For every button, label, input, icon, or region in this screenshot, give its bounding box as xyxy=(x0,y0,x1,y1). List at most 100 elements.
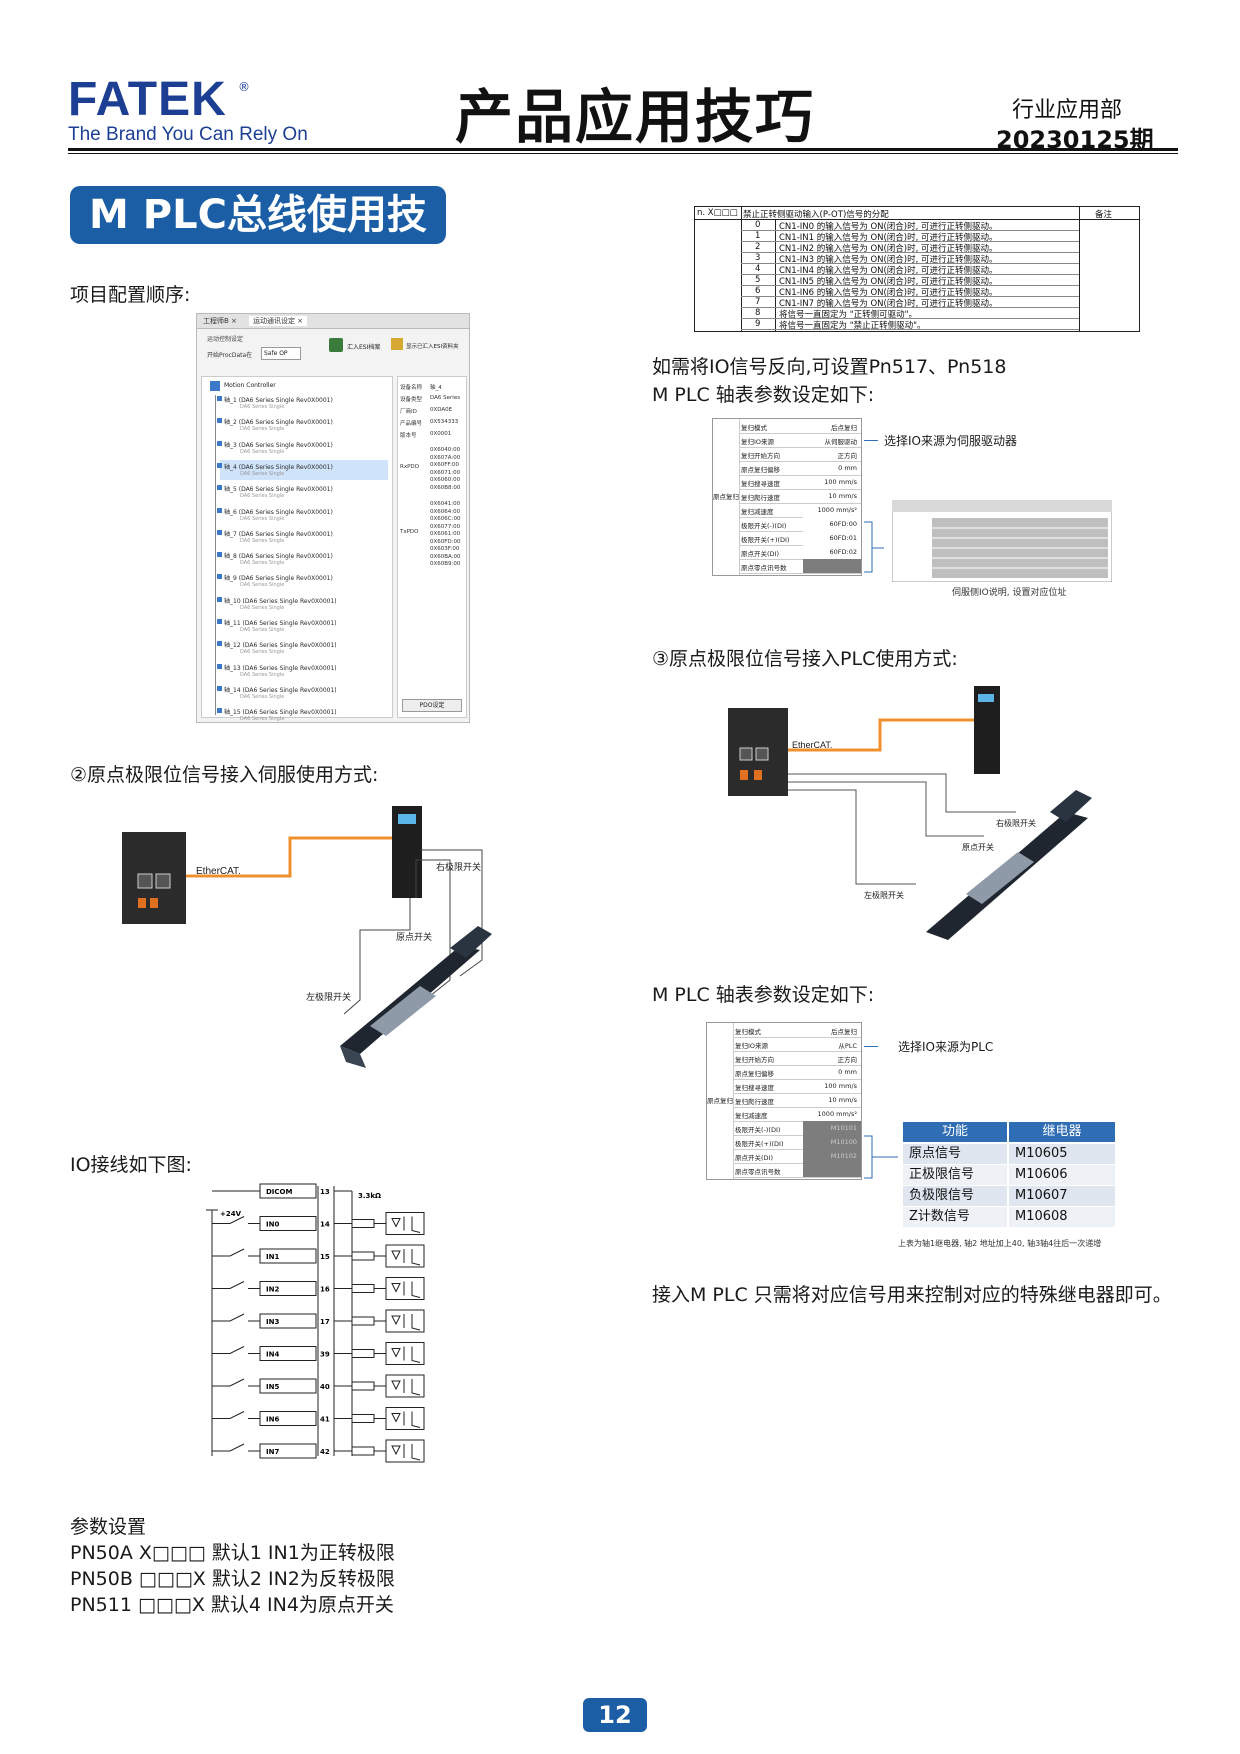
enable-row-text: CN1-IN0 的输入信号为 ON(闭合)时, 可进行正转侧驱动。 xyxy=(779,222,998,232)
axis1-note: 选择IO来源为伺服驱动器 xyxy=(884,434,1017,448)
axis-node-icon xyxy=(217,529,222,535)
tab-motion[interactable]: 运动通讯设定 × xyxy=(249,316,308,326)
axis-value[interactable]: 正方向 xyxy=(837,452,858,460)
relay-function: 正极限信号 xyxy=(903,1165,1007,1185)
tree-node[interactable]: 轴_14 (DA6 Series Single Rev0X0001) xyxy=(224,686,337,694)
tree-node[interactable]: 轴_8 (DA6 Series Single Rev0X0001) xyxy=(224,553,333,561)
optocoupler-icon xyxy=(385,1309,425,1333)
axis2-arrow xyxy=(864,1046,878,1047)
axis-value[interactable]: 10 mm/s xyxy=(828,492,857,500)
left-limit-label-plc: 左极限开关 xyxy=(864,890,904,900)
prop-value: 0X534333 xyxy=(430,419,459,425)
tree-node[interactable]: 轴_10 (DA6 Series Single Rev0X0001) xyxy=(224,597,337,605)
invert-text: 如需将IO信号反向,可设置Pn517、Pn518 xyxy=(652,356,1007,378)
relay-note: 上表为轴1继电器, 轴2 地址加上40, 轴3轴4往后一次递增 xyxy=(898,1239,1102,1248)
tree-node[interactable]: 轴_3 (DA6 Series Single Rev0X0001) xyxy=(224,441,333,449)
tree-node[interactable]: 轴_4 (DA6 Series Single Rev0X0001) xyxy=(224,463,333,471)
tree-node[interactable]: 轴_15 (DA6 Series Single Rev0X0001) xyxy=(224,709,337,717)
plc-module xyxy=(122,832,186,924)
axis-value[interactable]: 从PLC xyxy=(838,1042,857,1050)
resistor-icon xyxy=(351,1446,375,1456)
axis-value[interactable]: 60FD:02 xyxy=(829,548,857,556)
enable-row-text: CN1-IN3 的输入信号为 ON(闭合)时, 可进行正转侧驱动。 xyxy=(779,255,998,265)
tree-node[interactable]: 轴_2 (DA6 Series Single Rev0X0001) xyxy=(224,419,333,427)
axis-node-icon xyxy=(217,685,222,691)
enable-row-text: 将信号一直固定为 "正转侧可驱动"。 xyxy=(779,310,918,320)
io-pin-number: 15 xyxy=(320,1253,330,1261)
axis-value[interactable]: 1000 mm/s² xyxy=(817,1110,857,1118)
resistor-icon xyxy=(351,1381,375,1391)
axis-node-icon xyxy=(217,596,222,602)
axis-row: 原点零点讯号数 xyxy=(739,559,861,574)
axis-row: 复归减速度 1000 mm/s² xyxy=(739,503,861,518)
io-signal-name: IN5 xyxy=(266,1383,279,1391)
axis-row: 复归IO来源从伺服驱动 xyxy=(739,433,861,448)
tree-node[interactable]: 轴_9 (DA6 Series Single Rev0X0001) xyxy=(224,575,333,583)
io-switch xyxy=(212,1216,260,1224)
axis-value[interactable]: 1000 mm/s² xyxy=(817,506,857,514)
axis1-group: 原点复归 xyxy=(713,419,740,575)
right-limit-label-plc: 右极限开关 xyxy=(996,818,1036,828)
axis-value[interactable]: 正方向 xyxy=(837,1056,858,1064)
show-esi-button[interactable]: 显示已汇入ESI资料夹 xyxy=(406,344,459,350)
plc-summary: 接入M PLC 只需将对应信号用来控制对应的特殊继电器即可。 xyxy=(652,1284,1172,1306)
start-select[interactable]: Safe OP xyxy=(261,347,301,360)
pdo-settings-button[interactable]: PDO设定 xyxy=(402,699,462,712)
header-rule-thin xyxy=(68,153,1178,154)
tree-node[interactable]: 轴_1 (DA6 Series Single Rev0X0001) xyxy=(224,397,333,404)
io-signal-name: IN1 xyxy=(266,1253,279,1261)
axis-value[interactable]: 0 mm xyxy=(838,1068,857,1076)
axis-value[interactable]: 从伺服驱动 xyxy=(824,438,858,446)
tree-node[interactable]: 轴_11 (DA6 Series Single Rev0X0001) xyxy=(224,620,337,627)
axis-key: 极限开关(-)(DI) xyxy=(741,522,787,530)
tab-engineer[interactable]: 工程师B × xyxy=(203,317,237,325)
import-esi-button[interactable]: 汇入ESI档案 xyxy=(347,344,381,351)
axis-value[interactable]: M10101 xyxy=(830,1124,857,1132)
optocoupler-icon xyxy=(385,1407,425,1430)
tree-node-sub: DA6 Series Single xyxy=(240,426,285,433)
tree-node[interactable]: 轴_6 (DA6 Series Single Rev0X0001) xyxy=(224,508,333,516)
axis2-bracket xyxy=(864,1135,898,1179)
enable-row-number: 9 xyxy=(755,319,761,329)
axis-node-icon xyxy=(217,663,222,669)
tree-node[interactable]: 轴_13 (DA6 Series Single Rev0X0001) xyxy=(224,664,337,672)
tree-node[interactable]: 轴_5 (DA6 Series Single Rev0X0001) xyxy=(224,486,333,494)
axis-value[interactable]: 100 mm/s xyxy=(824,478,857,486)
pdo-entry: 0X603F:00 xyxy=(430,546,460,552)
tree-root[interactable]: Motion Controller xyxy=(224,382,276,389)
axis-key: 原点开关(DI) xyxy=(741,550,779,558)
resistor-icon xyxy=(351,1316,375,1326)
axis-value[interactable]: 后点复归 xyxy=(831,424,857,432)
tree-node[interactable]: 轴_7 (DA6 Series Single Rev0X0001) xyxy=(224,530,333,538)
axis-value[interactable]: 0 mm xyxy=(838,464,857,472)
enable-row-text: CN1-IN2 的输入信号为 ON(闭合)时, 可进行正转侧驱动。 xyxy=(779,244,998,254)
axis-node-icon xyxy=(217,485,222,491)
axis-value[interactable]: 10 mm/s xyxy=(828,1096,857,1104)
axis-key: 复归减速度 xyxy=(741,508,774,516)
enable-row-text: CN1-IN7 的输入信号为 ON(闭合)时, 可进行正转侧驱动。 xyxy=(779,299,998,309)
axis-key: 复归爬行速度 xyxy=(735,1098,774,1106)
pdo-label: TxPDO xyxy=(400,528,419,535)
axis-value[interactable]: M10102 xyxy=(830,1152,857,1160)
axis-row: 复归爬行速度 10 mm/s xyxy=(733,1093,861,1108)
io-signal-name: DICOM xyxy=(266,1188,293,1196)
axis-value[interactable]: 60FD:01 xyxy=(829,534,857,542)
axis-key: 复归模式 xyxy=(741,424,767,432)
axis-value[interactable]: 100 mm/s xyxy=(824,1082,857,1090)
io-switch xyxy=(212,1411,260,1419)
pdo-entry: 0X6071:00 xyxy=(430,469,461,476)
axis-value[interactable]: 60FD:00 xyxy=(829,520,857,528)
relay-address: M10605 xyxy=(1009,1144,1115,1164)
io-switch xyxy=(212,1248,260,1257)
axis-node-icon xyxy=(217,440,222,446)
axis-value[interactable]: M10100 xyxy=(830,1138,857,1146)
screenshot-toolbar: 运动控制设定 开始ProcData在 Safe OP 汇入ESI档案 显示已汇入… xyxy=(201,332,465,372)
axis-key: 复归模式 xyxy=(735,1028,761,1036)
tree-node[interactable]: 轴_12 (DA6 Series Single Rev0X0001) xyxy=(224,642,337,650)
axis-value[interactable]: 后点复归 xyxy=(831,1028,857,1036)
